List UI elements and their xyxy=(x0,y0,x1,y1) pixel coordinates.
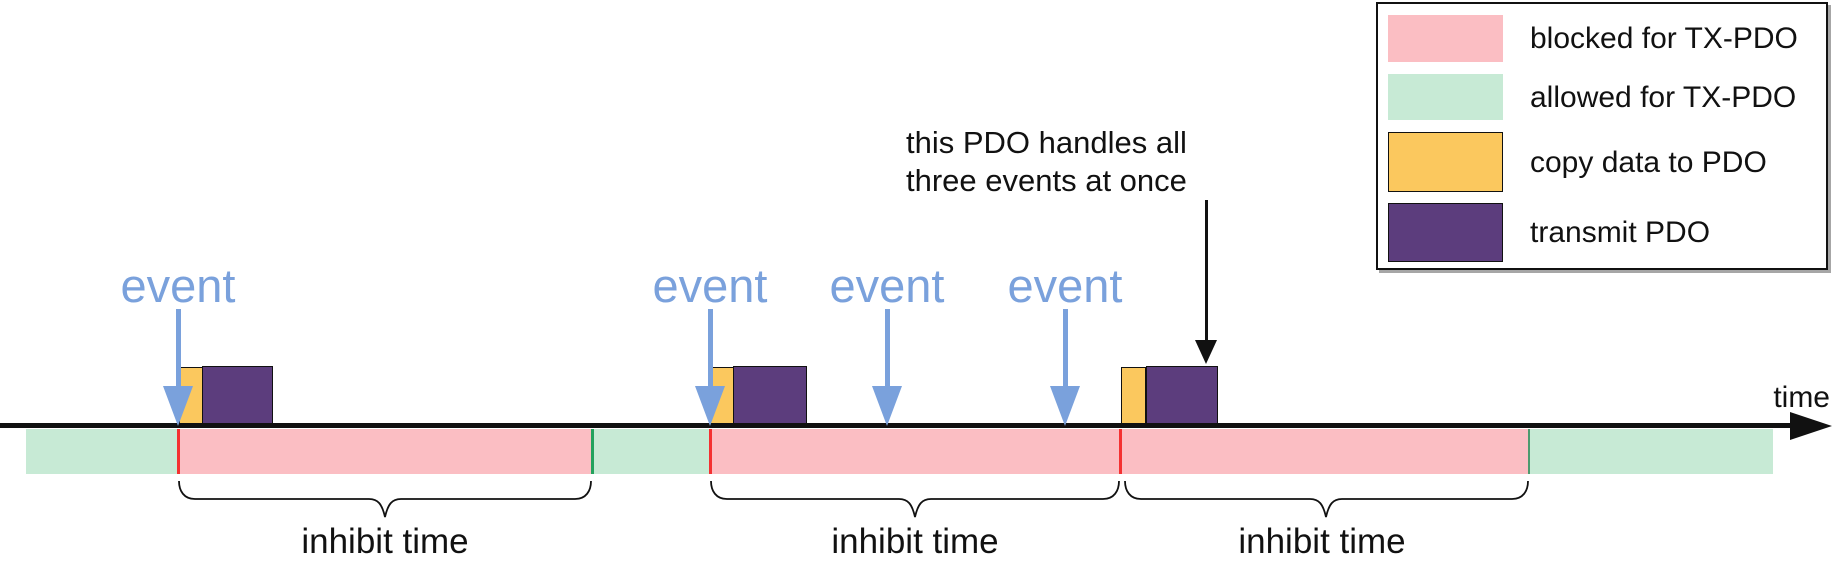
event2-arrow-icon xyxy=(695,386,725,426)
pdo3-copy-block xyxy=(1121,367,1146,424)
event4-arrow-icon xyxy=(1050,386,1080,426)
event1-arrow-icon xyxy=(163,386,193,426)
event3-label: event xyxy=(829,259,945,312)
event4-arrow-shaft xyxy=(1063,309,1068,389)
annotation-arrow-icon xyxy=(1195,340,1217,364)
band-allowed-1 xyxy=(26,429,177,474)
event1-marker-line xyxy=(177,429,180,474)
inhibit2-label: inhibit time xyxy=(831,522,999,561)
band-blocked-1 xyxy=(180,429,591,474)
legend-label-blocked: blocked for TX-PDO xyxy=(1530,22,1798,55)
legend-label-allowed: allowed for TX-PDO xyxy=(1530,81,1797,114)
band-blocked-2 xyxy=(712,429,1119,474)
band-blocked-3 xyxy=(1122,429,1528,474)
event4-label: event xyxy=(1007,259,1123,312)
event2-arrow-shaft xyxy=(708,309,713,389)
event3-arrow-shaft xyxy=(885,309,890,389)
inhibit2-brace xyxy=(710,480,1120,518)
legend-swatch-allowed xyxy=(1388,74,1503,120)
event3-arrow-icon xyxy=(872,386,902,426)
pdo2-transmit-block xyxy=(733,366,807,424)
annotation-line1: this PDO handles all xyxy=(906,125,1187,160)
inhibit1-brace xyxy=(178,480,592,518)
legend-swatch-transmit xyxy=(1388,203,1503,262)
inhibit1-label: inhibit time xyxy=(301,522,469,561)
legend-box: blocked for TX-PDO allowed for TX-PDO co… xyxy=(1376,2,1828,270)
annotation-text: this PDO handles all three events at onc… xyxy=(906,124,1187,200)
annotation-line2: three events at once xyxy=(906,163,1187,198)
event2-marker-line xyxy=(709,429,712,474)
time-axis-label: time xyxy=(1773,381,1830,414)
pdo3-transmit-block xyxy=(1146,366,1218,424)
inhibit3-end-marker-line xyxy=(1528,429,1530,474)
inhibit3-brace xyxy=(1124,480,1529,518)
inhibit1-end-marker-line xyxy=(591,429,594,474)
inhibit3-label: inhibit time xyxy=(1238,522,1406,561)
band-allowed-3 xyxy=(1530,429,1773,474)
band-allowed-2 xyxy=(594,429,709,474)
pdo1-transmit-block xyxy=(202,366,273,424)
legend-label-copy: copy data to PDO xyxy=(1530,146,1767,179)
event1-arrow-shaft xyxy=(176,309,181,389)
annotation-arrow-shaft xyxy=(1205,200,1208,342)
time-axis-arrowhead-icon xyxy=(1790,412,1832,440)
legend-swatch-copy xyxy=(1388,132,1503,192)
event1-label: event xyxy=(120,259,236,312)
pdo3-marker-line xyxy=(1119,429,1122,474)
legend-swatch-blocked xyxy=(1388,15,1503,62)
legend-label-transmit: transmit PDO xyxy=(1530,216,1711,249)
event2-label: event xyxy=(652,259,768,312)
